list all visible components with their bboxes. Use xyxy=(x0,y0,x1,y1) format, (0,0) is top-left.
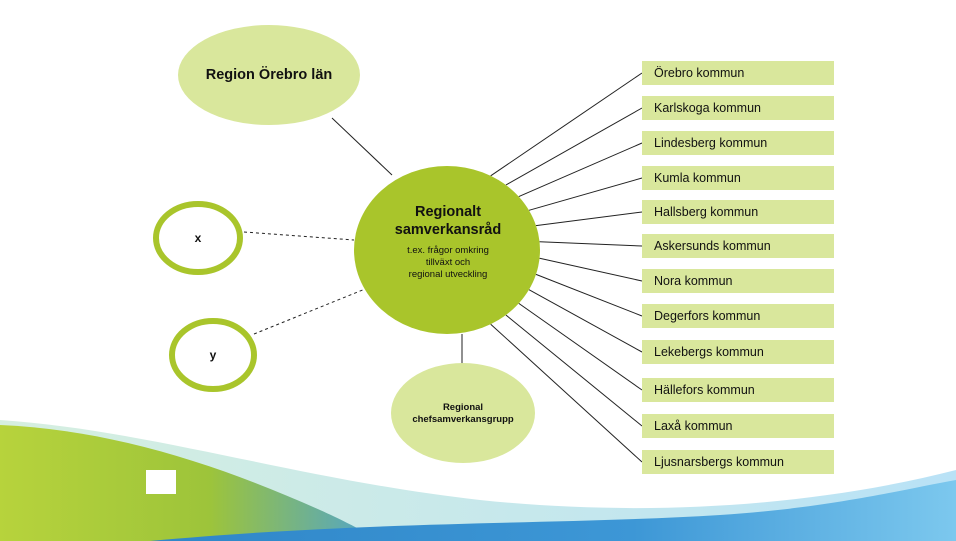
center-title-line1: Regionalt xyxy=(414,204,482,220)
connectors-solid xyxy=(331,117,463,366)
center-title-line2: samverkansråd xyxy=(394,222,502,238)
municipality-label: Örebro kommun xyxy=(654,66,745,80)
connectors-municipalities xyxy=(490,72,643,463)
y-label: y xyxy=(185,345,241,365)
wave-green-band xyxy=(0,425,380,541)
municipality-label: Karlskoga kommun xyxy=(654,101,761,115)
municipality-label: Degerfors kommun xyxy=(654,309,761,323)
connector-center-municipality xyxy=(535,211,643,227)
connector-center-municipality xyxy=(505,314,643,427)
center-sub-line3: regional utveckling xyxy=(408,269,488,280)
municipality-label: Lindesberg kommun xyxy=(654,136,768,150)
center-node xyxy=(354,166,540,334)
center-sub-line2: tillväxt och xyxy=(425,257,471,268)
connector-region-center xyxy=(331,117,393,176)
connector-center-municipality xyxy=(539,241,643,247)
municipality-label: Hällefors kommun xyxy=(654,383,755,397)
connector-center-municipality xyxy=(539,257,643,282)
municipality-box-kumla: Kumla kommun xyxy=(642,166,834,190)
chef-node xyxy=(391,363,535,463)
center-sub-line1: t.ex. frågor omkring xyxy=(407,245,489,256)
connector-center-municipality xyxy=(535,273,643,317)
connector-center-municipality xyxy=(518,142,643,198)
municipality-box-hallsberg: Hallsberg kommun xyxy=(642,200,834,224)
center-label: Regionalt samverkansråd t.ex. frågor omk… xyxy=(366,192,530,292)
y-node xyxy=(169,318,257,392)
municipality-box-askersund: Askersunds kommun xyxy=(642,234,834,258)
municipality-box-lekeberg: Lekebergs kommun xyxy=(642,340,834,364)
municipality-box-laxa: Laxå kommun xyxy=(642,414,834,438)
connector-x-center xyxy=(243,231,355,241)
region-label: Region Örebro län xyxy=(178,58,360,92)
municipality-label: Laxå kommun xyxy=(654,419,733,433)
municipality-label: Kumla kommun xyxy=(654,171,741,185)
chef-label: Regional chefsamverkansgrupp xyxy=(393,398,533,430)
municipality-box-karlskoga: Karlskoga kommun xyxy=(642,96,834,120)
wave-blue-band xyxy=(150,480,956,541)
region-node xyxy=(178,25,360,125)
connector-y-center xyxy=(253,286,371,335)
municipality-label: Askersunds kommun xyxy=(654,239,771,253)
municipality-label: Hallsberg kommun xyxy=(654,205,759,219)
municipality-box-orebro: Örebro kommun xyxy=(642,61,834,85)
wave-white-patch xyxy=(146,470,176,494)
connector-center-municipality xyxy=(490,72,643,177)
region-label-text: Region Örebro län xyxy=(205,67,333,83)
municipality-label: Ljusnarsbergs kommun xyxy=(654,455,784,469)
municipality-label: Lekebergs kommun xyxy=(654,345,764,359)
y-label-text: y xyxy=(209,348,217,362)
municipality-label: Nora kommun xyxy=(654,274,733,288)
connector-center-municipality xyxy=(490,323,643,463)
municipality-box-lindesberg: Lindesberg kommun xyxy=(642,131,834,155)
municipality-box-hallefors: Hällefors kommun xyxy=(642,378,834,402)
municipality-box-nora: Nora kommun xyxy=(642,269,834,293)
municipality-box-degerfors: Degerfors kommun xyxy=(642,304,834,328)
connector-center-municipality xyxy=(528,177,643,211)
connector-center-municipality xyxy=(528,289,643,353)
connector-center-municipality xyxy=(505,107,643,186)
x-label-text: x xyxy=(194,231,202,245)
x-label: x xyxy=(170,228,226,248)
connectors-dashed xyxy=(243,231,371,335)
municipality-box-ljusnarsberg: Ljusnarsbergs kommun xyxy=(642,450,834,474)
chef-line2: chefsamverkansgrupp xyxy=(412,414,514,425)
x-node xyxy=(153,201,243,275)
chef-line1: Regional xyxy=(442,402,484,413)
connector-center-municipality xyxy=(518,302,643,391)
